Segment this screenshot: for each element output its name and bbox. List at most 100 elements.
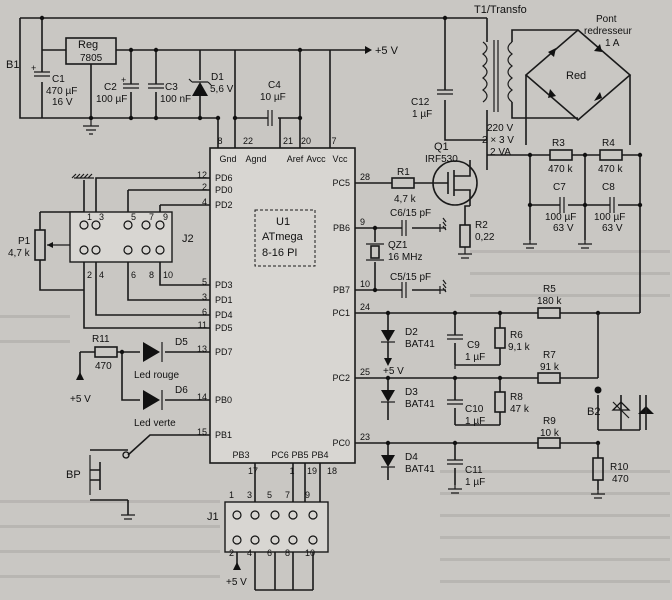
u1-pin-name: PD7 — [215, 347, 233, 357]
u1-pin-number: 10 — [360, 279, 370, 289]
transformer-bridge — [437, 15, 632, 170]
background-print — [0, 250, 670, 583]
p1-ref: P1 — [18, 236, 31, 247]
j1-pin-number: 8 — [285, 548, 290, 558]
r6-val: 9,1 k — [508, 342, 531, 353]
u1-left-pins: PD612PD02PD24PD35PD13PD46PD511PD713PB014… — [197, 170, 233, 440]
c10-ref: C10 — [465, 404, 484, 415]
svg-text:+: + — [121, 75, 126, 85]
p1-val: 4,7 k — [8, 248, 31, 259]
r2-val: 0,22 — [475, 232, 495, 243]
c3-ref: C3 — [165, 82, 178, 93]
q1-part: IRF530 — [425, 154, 458, 165]
transfo-ref: T1/Transfo — [474, 4, 527, 16]
c2-val: 100 µF — [96, 94, 127, 105]
c3-val: 100 nF — [160, 94, 191, 105]
r8-val: 47 k — [510, 404, 530, 415]
j2-pin-number: 2 — [87, 270, 92, 280]
plus5v-r11: +5 V — [70, 394, 91, 405]
u1-pin-name: PD5 — [215, 323, 233, 333]
hv-divider — [487, 149, 643, 310]
r2-ref: R2 — [475, 220, 488, 231]
j1-connector — [224, 463, 329, 591]
c4-ref: C4 — [268, 80, 281, 91]
j1-pin-number: 1 — [229, 490, 234, 500]
u1-ref: U1 — [276, 216, 290, 228]
u1-pin-number: 11 — [198, 320, 207, 330]
u1-pin-name: PD4 — [215, 310, 233, 320]
c11-val: 1 µF — [465, 477, 485, 488]
oscillator — [355, 217, 447, 298]
c1-val1: 470 µF — [46, 86, 77, 97]
u1-pin-name: PD6 — [215, 173, 233, 183]
j1-pin-number: 2 — [229, 548, 234, 558]
c9-ref: C9 — [467, 340, 480, 351]
svg-text:+: + — [31, 63, 36, 73]
c2-ref: C2 — [104, 82, 117, 93]
r3-ref: R3 — [552, 138, 565, 149]
r10-val: 470 — [612, 474, 629, 485]
r1-val: 4,7 k — [394, 194, 417, 205]
u1-pin-number: 21 — [283, 136, 293, 146]
u1-pin-number: 15 — [197, 427, 207, 437]
r6-ref: R6 — [510, 330, 523, 341]
r4-ref: R4 — [602, 138, 615, 149]
r9-ref: R9 — [543, 416, 556, 427]
u1-pin-name: PB6 — [333, 223, 350, 233]
u1-pin-name: PB7 — [333, 285, 350, 295]
d6-label: Led verte — [134, 418, 176, 429]
c6-ref: C6/15 pF — [390, 208, 431, 219]
u1-pin-number: 1 — [289, 466, 294, 476]
r3-val: 470 k — [548, 164, 573, 175]
u1-pin-number: 8 — [217, 136, 222, 146]
power-supply: + + — [19, 15, 487, 135]
d3-ref: D3 — [405, 387, 418, 398]
bp-label: BP — [66, 469, 81, 481]
bridge-title1: Pont — [596, 14, 617, 25]
u1-pin-name: PC6 — [271, 450, 289, 460]
u1-pin-number: 7 — [331, 136, 336, 146]
j2-pin-number: 3 — [99, 212, 104, 222]
regulator-part: 7805 — [80, 53, 103, 64]
transfo-v2: 2 × 3 V — [482, 135, 514, 146]
qz1-ref: QZ1 — [388, 240, 408, 251]
u1-pin-number: 5 — [202, 277, 207, 287]
j1-pin-number: 9 — [305, 490, 310, 500]
u1-pin-number: 4 — [202, 197, 207, 207]
d1-val: 5,6 V — [210, 84, 234, 95]
c8-val1: 100 µF — [594, 212, 625, 223]
c12-val: 1 µF — [412, 109, 432, 120]
c7-ref: C7 — [553, 182, 566, 193]
u1-pin-name: PC2 — [332, 373, 350, 383]
r9-val: 10 k — [540, 428, 560, 439]
transfo-v3: 2 VA — [490, 147, 511, 158]
u1-pin-name: PD1 — [215, 295, 233, 305]
r11-ref: R11 — [92, 334, 110, 345]
u1-pin-name: Aref — [287, 154, 304, 164]
q1-mosfet — [355, 160, 478, 259]
u1-pin-number: 2 — [202, 182, 207, 192]
c9-val: 1 µF — [465, 352, 485, 363]
c1-ref: C1 — [52, 74, 65, 85]
u1-pin-number: 20 — [301, 136, 311, 146]
c8-ref: C8 — [602, 182, 615, 193]
plus5v-j1: +5 V — [226, 577, 247, 588]
c10-val: 1 µF — [465, 416, 485, 427]
u1-chip — [209, 147, 356, 464]
u1-pin-number: 14 — [197, 392, 207, 402]
j2-pin-number: 8 — [149, 270, 154, 280]
u1-pin-number: 24 — [360, 302, 370, 312]
u1-pin-number: 6 — [202, 307, 207, 317]
j1-pin-number: 3 — [247, 490, 252, 500]
d2-ref: D2 — [405, 327, 418, 338]
plus5v-d2: +5 V — [383, 366, 404, 377]
j1-pin-number: 4 — [247, 548, 252, 558]
qz1-val: 16 MHz — [388, 252, 422, 263]
u1-pin-number: 3 — [202, 292, 207, 302]
d4-val: BAT41 — [405, 464, 435, 475]
b2-label: B2 — [587, 406, 600, 418]
